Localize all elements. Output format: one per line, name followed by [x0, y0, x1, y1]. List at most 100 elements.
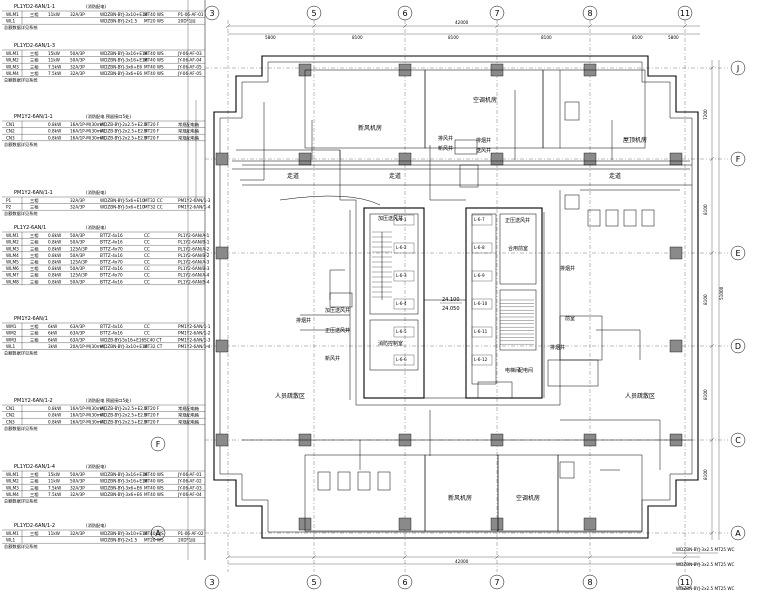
panel-cell: MT40 WS [144, 472, 164, 477]
panel-cell: 15kW [48, 472, 60, 477]
panel-cell: PL1Y2-6AN/A-2 [178, 246, 210, 251]
panel-cell: WDZBN-BYJ-2x1.5 [100, 19, 138, 24]
panel-cell: BTTZ-4x16 [100, 266, 123, 271]
panel-cell: 32A/3P [70, 198, 85, 203]
panel-cell: WLM8 [6, 279, 19, 284]
panel-cell: 3kW [48, 344, 57, 349]
panel-cell: MT20 F [144, 129, 160, 134]
panel-cell: 50A/3P [70, 253, 85, 258]
panel-cell: 32A/3P [70, 205, 85, 210]
axis-bubble-top-8: 8 [582, 5, 598, 21]
dim-top-2: 8100 [352, 35, 363, 40]
panel-cell: 16A/1P-M(30mA) [70, 413, 106, 418]
lift-label: L-6-1 [396, 217, 407, 222]
panel-footnote: 总额数据详见系统 [4, 543, 38, 550]
lift-label: L-6-2 [396, 245, 407, 250]
axis-bubble-right-E: E [730, 245, 746, 261]
panel-cell: 三相 [30, 245, 38, 252]
panel-cell: 16A/1P-M(30mA) [70, 135, 106, 140]
panel-cell: 0.8kW [48, 273, 61, 278]
axis-bubble-bottom-7: 7 [489, 574, 505, 590]
dim-top-total: 42000 [455, 20, 469, 25]
panel-cell: CN3 [6, 419, 15, 424]
panel-cell: 6kW [48, 337, 57, 342]
dim-left-5: 8100 [703, 469, 708, 480]
panel-cell: PL1Y2-6AN/A-3 [178, 260, 210, 265]
panel-cell: 50A/3P [70, 479, 85, 484]
axis-bubble-left-F: F [150, 436, 166, 452]
room-label: 配电间 [518, 367, 533, 374]
svg-text:E: E [735, 249, 740, 258]
lift-label: L-6-3 [396, 273, 407, 278]
room-label: 新风机房 [358, 124, 382, 132]
panel-cell: 11kW [48, 12, 60, 17]
panel-cell: 常规配电箱 [178, 121, 199, 128]
panel-cell: WDZB-BYJ-2x2.5+E2.5 [100, 419, 147, 424]
panel-cell: 常规配电箱 [178, 418, 199, 425]
panel-cell: CC [144, 260, 150, 265]
panel-cell: 63A/3P [70, 324, 85, 329]
dim-top-3: 8100 [448, 35, 459, 40]
panel-cell: MT20 F [144, 419, 160, 424]
panel-cell: JY-06-AF-03 [177, 485, 202, 490]
panel-cell: 三相 [30, 11, 38, 18]
panel-footnote: 总额数据详见系统 [4, 210, 38, 217]
panel-cell: WM3 [6, 337, 17, 342]
panel-note: (消防配电 预留接口5处) [86, 113, 131, 120]
panel-cell: PL1Y2-6AN/A-1 [178, 233, 210, 238]
panel-cell: MT20 WS [144, 538, 164, 543]
panel-cell: WDZBN-BYJ-3x6+E6 [100, 71, 142, 76]
panel-cell: CN1 [6, 122, 15, 127]
panel-cell: PL1Y2-6AN/B-2 [178, 253, 210, 258]
room-label: 人员疏散区 [275, 392, 305, 400]
panel-cell: 32A/3P [70, 64, 85, 69]
panel-cell: 三相 [30, 323, 38, 330]
panel-cell: WLM1 [6, 51, 19, 56]
panel-title: PL1YD2-6AN/1-3 [14, 43, 55, 49]
panel-cell: 三相 [30, 197, 38, 204]
panel-cell: PM1Y2-6AN/1-3 [178, 198, 211, 203]
panel-cell: 三相 [30, 252, 38, 259]
panel-cell: JY-06-AF-05 [177, 64, 202, 69]
panel-cell: 6kW [48, 331, 57, 336]
panel-cell: WDZBN-BYJ-3x10+E10 [100, 12, 148, 17]
panel-cell: WM2 [6, 331, 17, 336]
panel-cell: P1-06-AF-02 [178, 531, 204, 536]
svg-text:D: D [735, 342, 741, 351]
panel-cell: 0.8kW [48, 279, 61, 284]
panel-cell: WDZBN-BYJ-3x6+E6 [100, 485, 142, 490]
svg-text:C: C [735, 436, 741, 445]
panel-note: (消防配电) [86, 3, 106, 10]
panel-cell: 三相 [30, 232, 38, 239]
panel-cell: PM1Y2-6AN/1-4 [178, 205, 211, 210]
panel-cell: 常规配电箱 [178, 128, 199, 135]
dim-left-3: 8100 [703, 294, 708, 305]
panel-cell: 125A/3P [70, 273, 88, 278]
shaft-tag: 送风井 [476, 147, 491, 154]
panel-note: (消防配电) [86, 522, 106, 529]
panel-cell: MT20 F [144, 406, 160, 411]
panel-cell: CC [144, 324, 150, 329]
legend-text: WDZBN-BYJ-3x2.5 MT25 WC [676, 562, 735, 567]
shaft-tag: 排烟井 [296, 317, 311, 324]
panel-cell: 20D*1回 [178, 19, 196, 25]
room-label: 新风机房 [448, 494, 472, 502]
panel-cell: PL1Y2-6AN/B-3 [178, 266, 210, 271]
panel-cell: 7.5kW [48, 71, 61, 76]
lift-label: L-6-12 [474, 357, 488, 362]
panel-cell: 32A/3P [70, 71, 85, 76]
panel-cell: WLM4 [6, 253, 19, 258]
panel-cell: WLM1 [6, 472, 19, 477]
panel-cell: 16A/1P-M(30mA) [70, 129, 106, 134]
axis-bubble-top-6: 6 [397, 5, 413, 21]
panel-cell: 32A/3P [70, 492, 85, 497]
panel-cell: CC [144, 266, 150, 271]
panel-cell: MT40 WS [144, 485, 164, 490]
panel-cell: 50A/3P [70, 472, 85, 477]
panel-cell: WDZBN-BYJ-3x10+E10 [100, 344, 148, 349]
panel-cell: WM1 [6, 324, 17, 329]
axis-bubble-bottom-5: 5 [306, 574, 322, 590]
panel-cell: 三相 [30, 530, 38, 537]
